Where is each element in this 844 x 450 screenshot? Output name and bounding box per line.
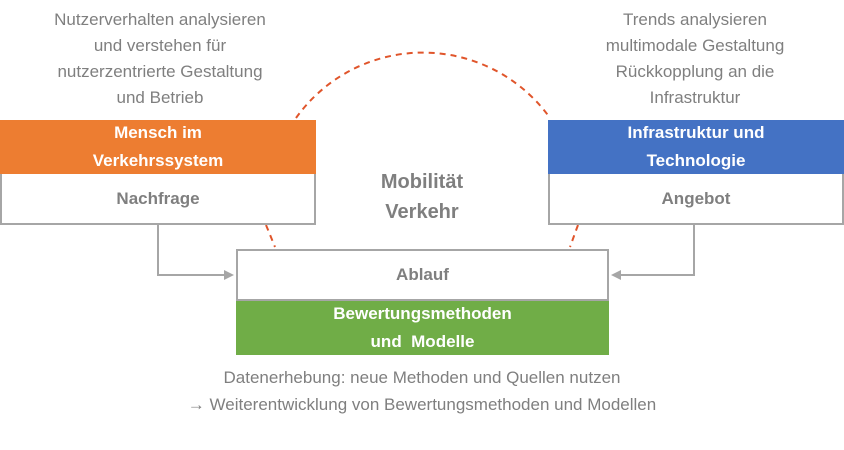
dashed-arc-right-lower [569, 224, 579, 248]
top-left-caption-line: nutzerzentrierte Gestaltung [57, 62, 263, 81]
top-left-caption: Nutzerverhalten analysieren und verstehe… [10, 7, 310, 111]
top-left-caption-line: und Betrieb [116, 88, 204, 107]
bottom-caption-line: Datenerhebung: neue Methoden und Quellen… [223, 368, 621, 387]
arrow-right-to-ablauf [611, 225, 695, 280]
center-title-line: Mobilität [380, 171, 464, 193]
dashed-arc [295, 51, 551, 119]
bewertung-header-box: Bewertungsmethoden und Modelle [236, 301, 609, 355]
infrastruktur-header-line: Technologie [646, 151, 746, 170]
mensch-header-line: Mensch im [114, 123, 202, 142]
infrastruktur-header-line: Infrastruktur und [627, 123, 765, 142]
nachfrage-box: Nachfrage [0, 174, 316, 225]
top-right-caption-line: Rückkopplung an die [615, 62, 775, 81]
top-right-caption-line: multimodale Gestaltung [605, 36, 785, 55]
top-right-caption-line: Trends analysieren [623, 10, 767, 29]
dashed-arc-left-lower [265, 224, 276, 248]
bottom-caption: Datenerhebung: neue Methoden und Quellen… [120, 364, 724, 418]
top-left-caption-line: und verstehen für [93, 36, 227, 55]
bewertung-header-line: Bewertungsmethoden [333, 304, 512, 323]
bottom-caption-line: → Weiterentwicklung von Bewertungsmethod… [187, 395, 657, 414]
mensch-header-box: Mensch im Verkehrssystem [0, 120, 316, 174]
top-right-caption-line: Infrastruktur [649, 88, 741, 107]
angebot-label: Angebot [661, 188, 731, 208]
ablauf-label: Ablauf [396, 265, 449, 284]
mensch-header-line: Verkehrssystem [92, 151, 224, 170]
infrastruktur-header-box: Infrastruktur und Technologie [548, 120, 844, 174]
center-title-line: Verkehr [385, 201, 459, 223]
nachfrage-label: Nachfrage [116, 188, 200, 208]
arrow-left-to-ablauf [157, 225, 234, 280]
top-left-caption-line: Nutzerverhalten analysieren [54, 10, 266, 29]
center-title: Mobilität Verkehr [322, 167, 522, 227]
ablauf-box: Ablauf [236, 249, 609, 301]
top-right-caption: Trends analysieren multimodale Gestaltun… [546, 7, 844, 111]
angebot-box: Angebot [548, 174, 844, 225]
bewertung-header-line: und Modelle [370, 332, 475, 351]
